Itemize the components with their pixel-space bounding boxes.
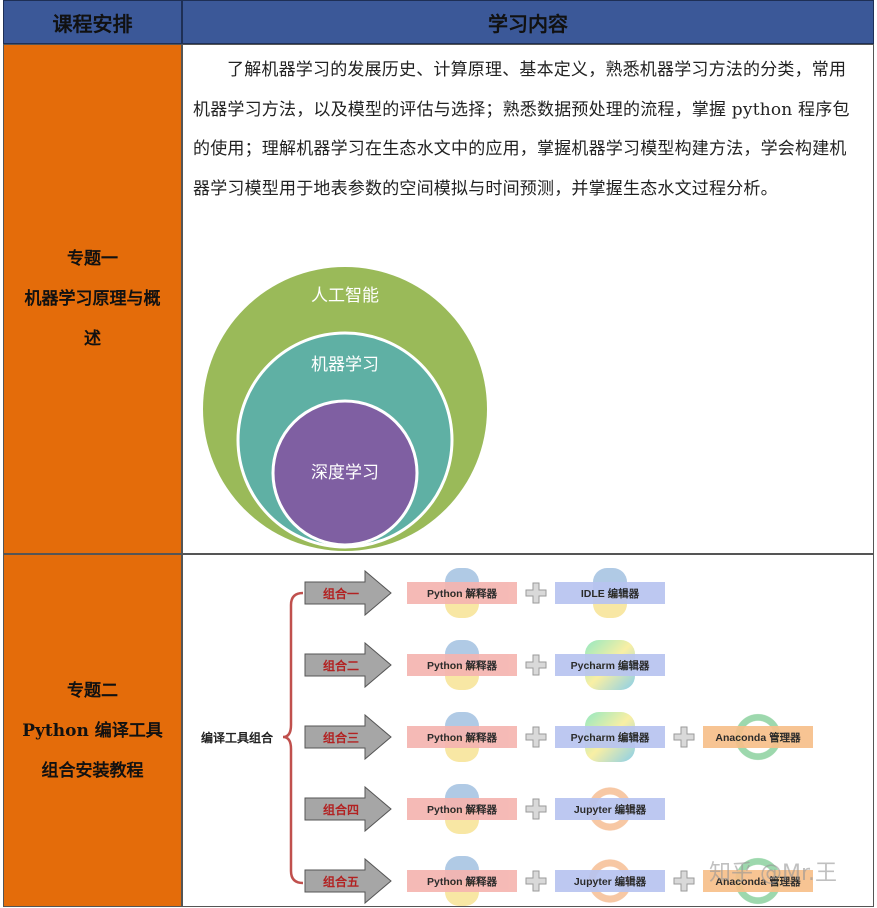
ai-circle-label: 人工智能 [311,286,379,306]
combo-arrow [304,857,392,905]
combo-arrow-shape [304,569,392,617]
topic2-title-line1: Python 编译工具 [22,720,163,741]
topic1-title-line1: 机器学习原理与概 [24,289,161,309]
header-learning-content: 学习内容 [182,0,874,44]
plus-icon [673,870,695,892]
combo-arrow [304,713,392,761]
combo-arrow [304,641,392,689]
dl-circle [271,399,419,547]
combo-root-label: 编译工具组合 [201,731,274,745]
plus-icon [525,582,547,604]
combo-label: 组合三 [323,731,360,745]
header-col1-label: 课程安排 [52,11,133,36]
dl-circle-label: 深度学习 [311,463,379,483]
topic2-content-cell: 编译工具组合 组合一 Python 解释器 IDLE 编辑器组合二 Python 解释… [182,554,874,907]
combo-arrow-shape [304,641,392,689]
combo-tool-box: Python 解释器 [407,654,517,676]
combo-arrow [304,785,392,833]
combo-tool-box: Anaconda 管理器 [703,870,813,892]
combo-arrow [304,569,392,617]
header-col2-label: 学习内容 [488,11,568,36]
combo-arrow-shape [304,713,392,761]
combo-tool-box: Python 解释器 [407,726,517,748]
combo-label: 组合五 [323,875,360,889]
combo-bracket [282,591,304,885]
plus-icon [673,726,695,748]
topic2-title-line2: 组合安装教程 [41,760,144,781]
topic1-title-line2: 述 [84,329,101,349]
plus-icon [525,798,547,820]
plus-icon [525,726,547,748]
course-table: 课程安排 学习内容 专题一 机器学习原理与概 述 了解机器学习的发展历史、计算原… [3,0,874,907]
combo-tool-box: Python 解释器 [407,582,517,604]
topic2-number: 专题二 [67,680,118,701]
combo-tool-box: Pycharm 编辑器 [555,726,665,748]
watermark: 知乎 @Mr.王 [709,861,837,886]
ai-nested-circles-diagram: 人工智能 机器学习 深度学习 [203,267,487,551]
combo-tool-box: Pycharm 编辑器 [555,654,665,676]
topic2-cell: 专题二 Python 编译工具 组合安装教程 [3,554,182,907]
ml-circle-label: 机器学习 [311,355,379,375]
topic1-content-cell: 了解机器学习的发展历史、计算原理、基本定义，熟悉机器学习方法的分类，常用机器学习… [182,44,874,554]
combo-tool-box: IDLE 编辑器 [555,582,665,604]
combo-tool-box: Jupyter 编辑器 [555,870,665,892]
combo-tool-box: Python 解释器 [407,870,517,892]
topic1-number: 专题一 [67,249,118,269]
combo-tool-box: Jupyter 编辑器 [555,798,665,820]
combo-arrow-shape [304,857,392,905]
combo-label: 组合二 [323,659,360,673]
combo-label: 组合一 [323,587,360,601]
plus-icon [525,870,547,892]
combo-tool-box: Python 解释器 [407,798,517,820]
combo-tool-box: Anaconda 管理器 [703,726,813,748]
combo-label: 组合四 [323,803,360,817]
header-course-arrangement: 课程安排 [3,0,182,44]
topic1-paragraph: 了解机器学习的发展历史、计算原理、基本定义，熟悉机器学习方法的分类，常用机器学习… [193,60,850,199]
combo-arrow-shape [304,785,392,833]
topic1-cell: 专题一 机器学习原理与概 述 [3,44,182,554]
plus-icon [525,654,547,676]
